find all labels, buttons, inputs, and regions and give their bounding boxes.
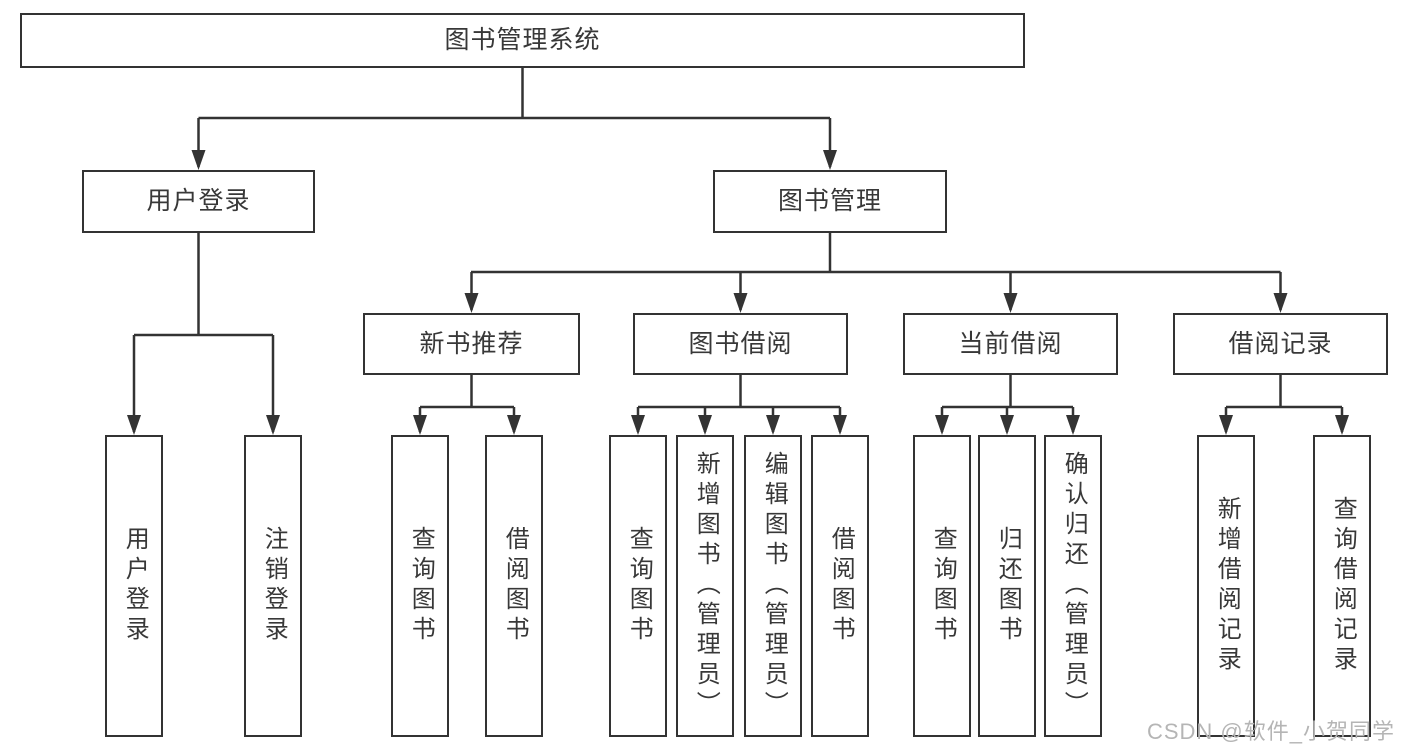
node-root-label: 图书管理系统 (444, 26, 601, 54)
leaf-borrow-book-under-borrow: 借阅图书 (811, 435, 869, 737)
leaf-borrow-book-under-recommend-label: 借阅图书 (501, 526, 529, 646)
csdn-watermark: CSDN @软件_小贺同学 (1146, 719, 1395, 744)
leaf-add-book-admin-label: 新增图书（管理员） (692, 451, 720, 721)
leaf-query-book-under-recommend-label: 查询图书 (407, 526, 435, 646)
node-borrow-record: 借阅记录 (1173, 313, 1388, 375)
leaf-user-login-label: 用户登录 (121, 526, 149, 646)
node-current-borrow-label: 当前借阅 (958, 329, 1063, 358)
leaf-confirm-return-admin: 确认归还（管理员） (1044, 435, 1102, 737)
leaf-confirm-return-admin-label: 确认归还（管理员） (1060, 451, 1088, 721)
leaf-logout-label: 注销登录 (260, 526, 288, 646)
leaf-edit-book-admin-label: 编辑图书（管理员） (760, 451, 788, 721)
leaf-add-borrow-record-label: 新增借阅记录 (1213, 496, 1241, 676)
leaf-add-book-admin: 新增图书（管理员） (676, 435, 734, 737)
leaf-return-book-label: 归还图书 (994, 526, 1022, 646)
node-root: 图书管理系统 (20, 13, 1025, 68)
node-book-management-label: 图书管理 (777, 187, 882, 215)
leaf-return-book: 归还图书 (978, 435, 1036, 737)
leaf-query-book-under-recommend: 查询图书 (391, 435, 449, 737)
leaf-query-book-under-borrow: 查询图书 (609, 435, 667, 737)
node-borrow-record-label: 借阅记录 (1228, 329, 1333, 358)
leaf-user-login: 用户登录 (105, 435, 163, 737)
leaf-query-borrow-record: 查询借阅记录 (1313, 435, 1371, 737)
leaf-borrow-book-under-recommend: 借阅图书 (485, 435, 543, 737)
node-user-login: 用户登录 (82, 170, 315, 233)
node-new-book-recommend: 新书推荐 (363, 313, 580, 375)
node-book-borrow: 图书借阅 (633, 313, 848, 375)
leaf-query-book-under-current: 查询图书 (913, 435, 971, 737)
leaf-query-book-under-current-label: 查询图书 (929, 526, 957, 646)
node-user-login-label: 用户登录 (146, 187, 251, 215)
leaf-edit-book-admin: 编辑图书（管理员） (744, 435, 802, 737)
node-book-borrow-label: 图书借阅 (688, 329, 793, 358)
leaf-add-borrow-record: 新增借阅记录 (1197, 435, 1255, 737)
node-book-management: 图书管理 (713, 170, 947, 233)
leaf-query-book-under-borrow-label: 查询图书 (625, 526, 653, 646)
leaf-logout: 注销登录 (244, 435, 302, 737)
leaf-query-borrow-record-label: 查询借阅记录 (1329, 496, 1357, 676)
node-new-book-recommend-label: 新书推荐 (419, 329, 524, 358)
leaf-borrow-book-under-borrow-label: 借阅图书 (827, 526, 855, 646)
node-current-borrow: 当前借阅 (903, 313, 1118, 375)
